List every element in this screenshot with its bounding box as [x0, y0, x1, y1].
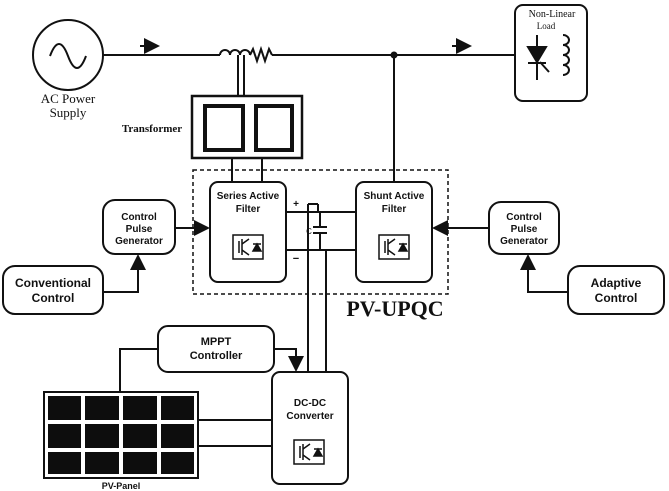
transformer-label: Transformer [122, 123, 182, 135]
capacitor-label: C [306, 227, 312, 236]
conventional-label: Conventional [15, 276, 91, 290]
igbt-icon [378, 234, 410, 260]
ac-source-label-2: Supply [50, 105, 87, 120]
transformer-icon [190, 94, 304, 160]
cpg-right-label: Control [506, 212, 542, 223]
conventional-to-cpg-arrow [103, 254, 146, 293]
ac-source-icon [32, 19, 104, 91]
cpg-left-label-2: Pulse [126, 224, 153, 235]
adaptive-control [567, 265, 665, 315]
cpg-right-label-3: Generator [500, 236, 548, 247]
cpg-left-label: Control [121, 212, 157, 223]
pv-panel-icon [43, 391, 199, 479]
dc-minus-label: − [293, 253, 299, 265]
mppt-label: MPPT [201, 336, 232, 348]
dc-dc-converter [271, 371, 349, 485]
line-impedance-icon [219, 45, 273, 65]
igbt-icon [293, 439, 325, 465]
dc-plus-label: + [293, 199, 299, 210]
upqc-title: PV-UPQC [346, 296, 443, 321]
shunt-filter-label-2: Filter [382, 204, 407, 215]
mppt-label-2: Controller [190, 350, 243, 362]
adaptive-label: Adaptive [591, 276, 642, 290]
thyristor-icon [526, 35, 550, 80]
dc-link [286, 203, 356, 372]
conventional-label-2: Control [32, 291, 75, 305]
upqc-boundary [192, 169, 449, 295]
load-label: Non-Linear [529, 9, 576, 20]
conventional-control [2, 265, 104, 315]
adaptive-label-2: Control [595, 291, 638, 305]
series-filter-label: Series Active [217, 191, 280, 202]
pv-to-mppt-line [119, 348, 158, 392]
transformer-leads [237, 55, 245, 96]
inductor-icon [562, 34, 570, 76]
pv-to-dcdc-lines [198, 419, 272, 447]
adaptive-to-cpg-arrow [520, 254, 568, 293]
ac-source-label: AC Power [41, 91, 96, 106]
mppt-to-dcdc-arrow [274, 348, 304, 372]
igbt-icon [232, 234, 264, 260]
series-filter-label-2: Filter [236, 204, 261, 215]
pv-panel-label: PV-Panel [102, 481, 141, 491]
mppt-controller [157, 325, 275, 373]
series-active-filter [209, 181, 287, 283]
load-label-2: Load [537, 21, 556, 31]
cpg-left-label-3: Generator [115, 236, 163, 247]
dcdc-label-2: Converter [286, 411, 333, 422]
non-linear-load [514, 4, 588, 102]
cpg-right-label-2: Pulse [511, 224, 538, 235]
dcdc-label: DC-DC [294, 398, 326, 409]
shunt-filter-label: Shunt Active [364, 191, 425, 202]
